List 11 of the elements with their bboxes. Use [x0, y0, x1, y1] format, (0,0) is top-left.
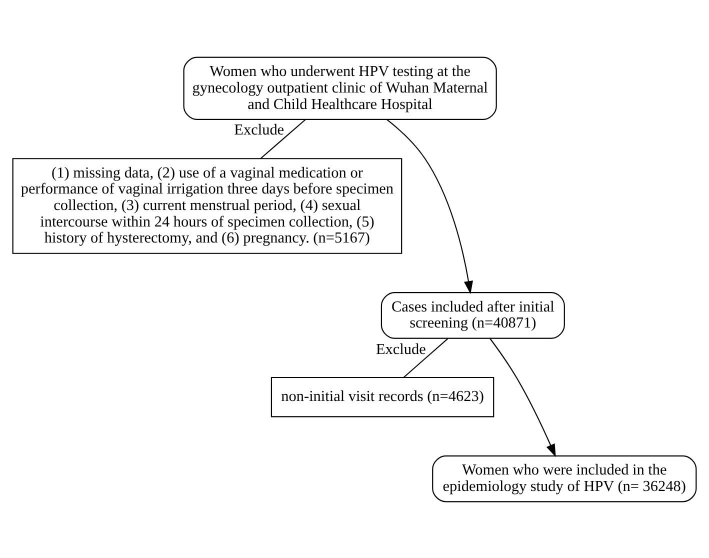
arrow [386, 118, 473, 294]
edge-label: Exclude [234, 120, 284, 138]
connector [403, 338, 448, 378]
node-box: Women who underwent HPV testing at the gynecology outpatient clinic of Wuhan Maternal and Child Healthcare Hospital [183, 56, 497, 120]
node-box: Cases included after initial screening (n=40871) [380, 292, 565, 338]
node-box: (1) missing data, (2) use of a vaginal medication or performance of vaginal irrigation three days before specimen collection, (3) current menstrual period, (4) sexual intercourse within 24 hours of specimen collection, (5) history of hysterectomy, and (6) pregnancy. (n=5167) [12, 158, 402, 254]
node-box: Women who were included in the epidemiology study of HPV (n= 36248) [432, 454, 697, 502]
node-box: non-initial visit records (n=4623) [270, 376, 494, 417]
edge-label: Exclude [376, 340, 426, 358]
arrow [490, 338, 556, 457]
connector [260, 118, 306, 158]
